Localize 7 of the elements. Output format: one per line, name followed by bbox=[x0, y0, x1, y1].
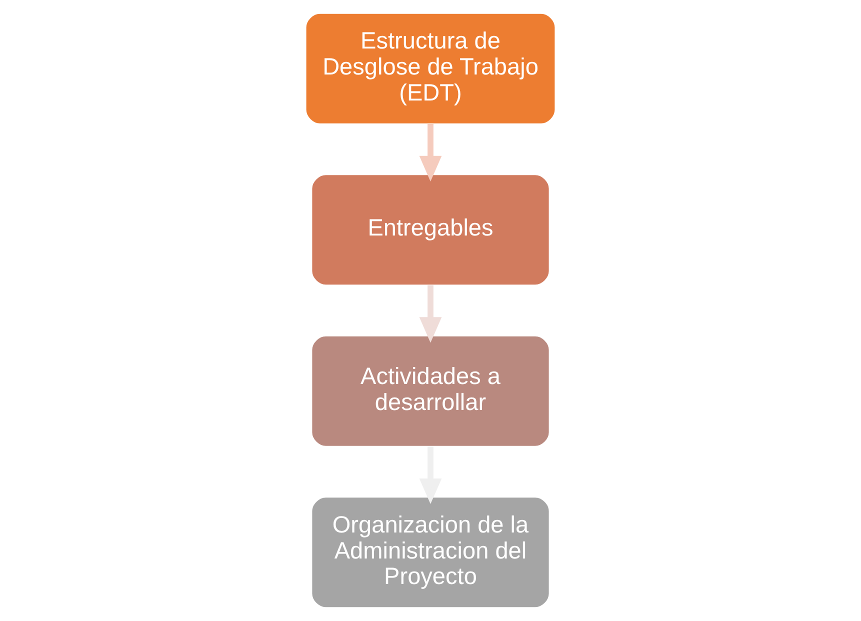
arrow bbox=[419, 285, 442, 343]
arrow bbox=[419, 446, 442, 504]
node-box: Entregables bbox=[311, 174, 550, 286]
node-box: Estructura de Desglose de Trabajo (EDT) bbox=[305, 12, 556, 124]
node-box: Actividades a desarrollar bbox=[311, 335, 550, 448]
node-box: Organizacion de la Administracion del Proyecto bbox=[311, 496, 550, 608]
arrow bbox=[419, 124, 442, 182]
